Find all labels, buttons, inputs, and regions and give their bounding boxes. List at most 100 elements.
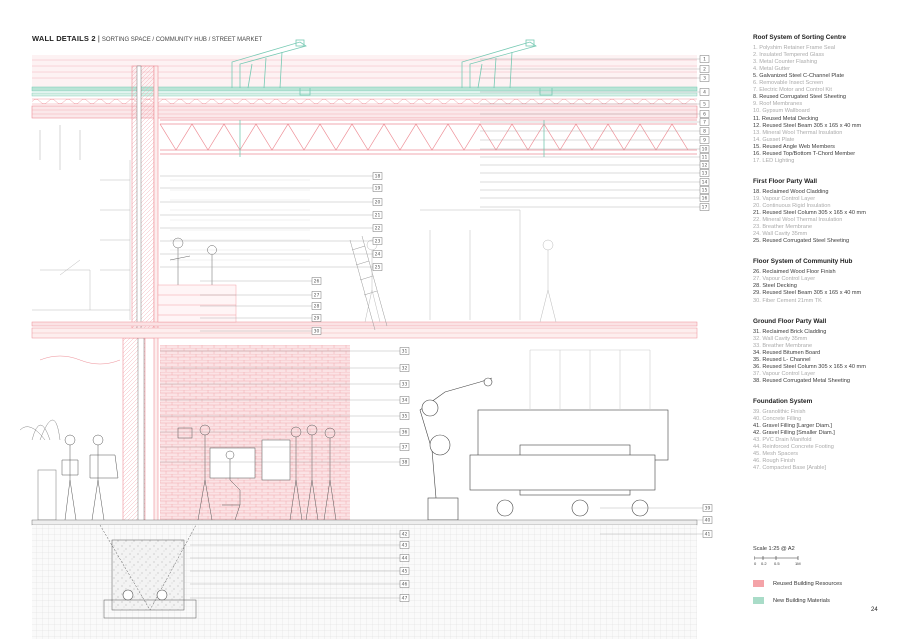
title-main: WALL DETAILS 2 [32,34,96,43]
legend-item: 7. Electric Motor and Control Kit [753,87,832,94]
swatch-new [753,597,764,604]
legend-item: 2. Insulated Tempered Glass [753,52,825,59]
legend-item: 26. Reclaimed Wood Floor Finish [753,269,836,276]
legend-item: 4. Metal Gutter [753,66,790,73]
callout-number: 33 [402,382,408,388]
callout-number: 42 [402,532,408,538]
callout-number: 29 [314,316,320,322]
legend-heading: Floor System of Community Hub [753,258,853,266]
callout-number: 46 [402,582,408,588]
callout-number: 20 [375,200,381,206]
callout-box [372,211,383,219]
legend-item: 25. Reused Corrugated Steel Sheeting [753,238,850,245]
callout-number: 27 [314,293,320,299]
callout-box [372,224,383,232]
legend-item: 16. Reused Top/Bottom T-Chord Member [753,150,856,157]
legend-heading: First Floor Party Wall [753,177,818,185]
callout-number: 22 [375,226,381,232]
legend-item: 14. Gusset Plate [753,136,795,143]
scale-tick-1: 0.2 [761,561,767,566]
callout-number: 23 [375,239,381,245]
callout-number: 8 [703,129,706,135]
legend-item: 13. Mineral Wool Thermal Insulation [753,129,843,136]
callout-box [699,88,710,96]
legend-item: 40. Concrete Filling [753,416,802,423]
legend-item: 9. Roof Membranes [753,101,803,108]
callout-number: 32 [402,366,408,372]
callout-box [399,458,410,466]
legend-item: 11. Reused Metal Decking [753,115,819,122]
legend-item: 17. LED Lighting [753,157,795,164]
callout-box [372,198,383,206]
legend-item: 22. Mineral Wool Thermal Insulation [753,217,843,224]
legend-item: 5. Galvanized Steel C-Channel Plate [753,73,845,80]
callout-box [311,277,322,285]
legend-item: 31. Reclaimed Brick Cladding [753,328,827,335]
first-floor-scene [32,125,557,331]
title-separator: | [95,34,102,43]
callout-box [399,594,410,602]
legend-item: 19. Vapour Control Layer [753,195,816,202]
callout-number: 12 [702,163,708,169]
callout-box [372,172,383,180]
callout-number: 3 [703,76,706,82]
foundation-system [31,519,698,639]
legend-item: 27. Vapour Control Layer [753,276,816,283]
legend-item: 44. Reinforced Concrete Footing [753,444,834,451]
callout-box [311,327,322,335]
legend-item: 36. Reused Steel Column 305 x 165 x 40 m… [753,363,866,370]
legend-item: 42. Gravel Filling [Smaller Diam.] [753,430,835,437]
legend-item: 43. PVC Drain Manifold [753,437,812,444]
roof-truss [159,119,697,157]
callout-box [311,302,322,310]
callout-number: 44 [402,556,408,562]
callout-number: 18 [375,174,381,180]
key-reused: Reused Building Resources [753,580,842,587]
callout-number: 39 [705,506,711,512]
legend-item: 6. Removable Insect Screen [753,80,824,87]
key-reused-label: Reused Building Resources [773,580,843,587]
key-new: New Building Materials [753,597,830,604]
callout-number: 2 [703,67,706,73]
callout-number: 4 [703,90,706,96]
legend-item: 38. Reused Corrugated Metal Sheeting [753,377,851,384]
callout-box [699,203,710,211]
callout-box [399,347,410,355]
callout-number: 43 [402,543,408,549]
callout-box [399,396,410,404]
rooflight-mechanism [231,39,553,96]
legend-item: 30. Fiber Cement 21mm TK [753,297,822,304]
callout-number: 36 [402,430,408,436]
callout-box [399,530,410,538]
legend-item: 39. Granolithic Finish [753,409,806,416]
scale-tick-3: 1M [795,561,801,566]
legend-item: 29. Reused Steel Beam 305 x 165 x 40 mm [753,290,862,297]
callout-number: 28 [314,304,320,310]
callout-number: 47 [402,596,408,602]
callout-number: 40 [705,518,711,524]
callout-box [399,364,410,372]
callout-number: 19 [375,186,381,192]
callout-box [699,145,710,153]
callout-number: 6 [703,112,706,118]
callout-box [399,567,410,575]
swatch-reused [753,580,764,587]
callout-number: 7 [703,120,706,126]
ground-floor-brick-wall [160,345,350,520]
callout-number: 13 [702,171,708,177]
scale-bar: 0 0.2 0.5 1M [754,556,801,566]
callout-box [399,428,410,436]
callout-box [702,504,713,512]
legend-item: 3. Metal Counter Flashing [753,59,818,66]
callout-number: 1 [703,57,706,63]
callout-box [702,530,713,538]
legend-heading: Roof System of Sorting Centre [753,34,847,41]
callout-number: 37 [402,445,408,451]
callout-box [399,443,410,451]
callout-box [699,186,710,194]
page-number: 24 [871,607,878,613]
first-floor-railing [157,284,237,323]
